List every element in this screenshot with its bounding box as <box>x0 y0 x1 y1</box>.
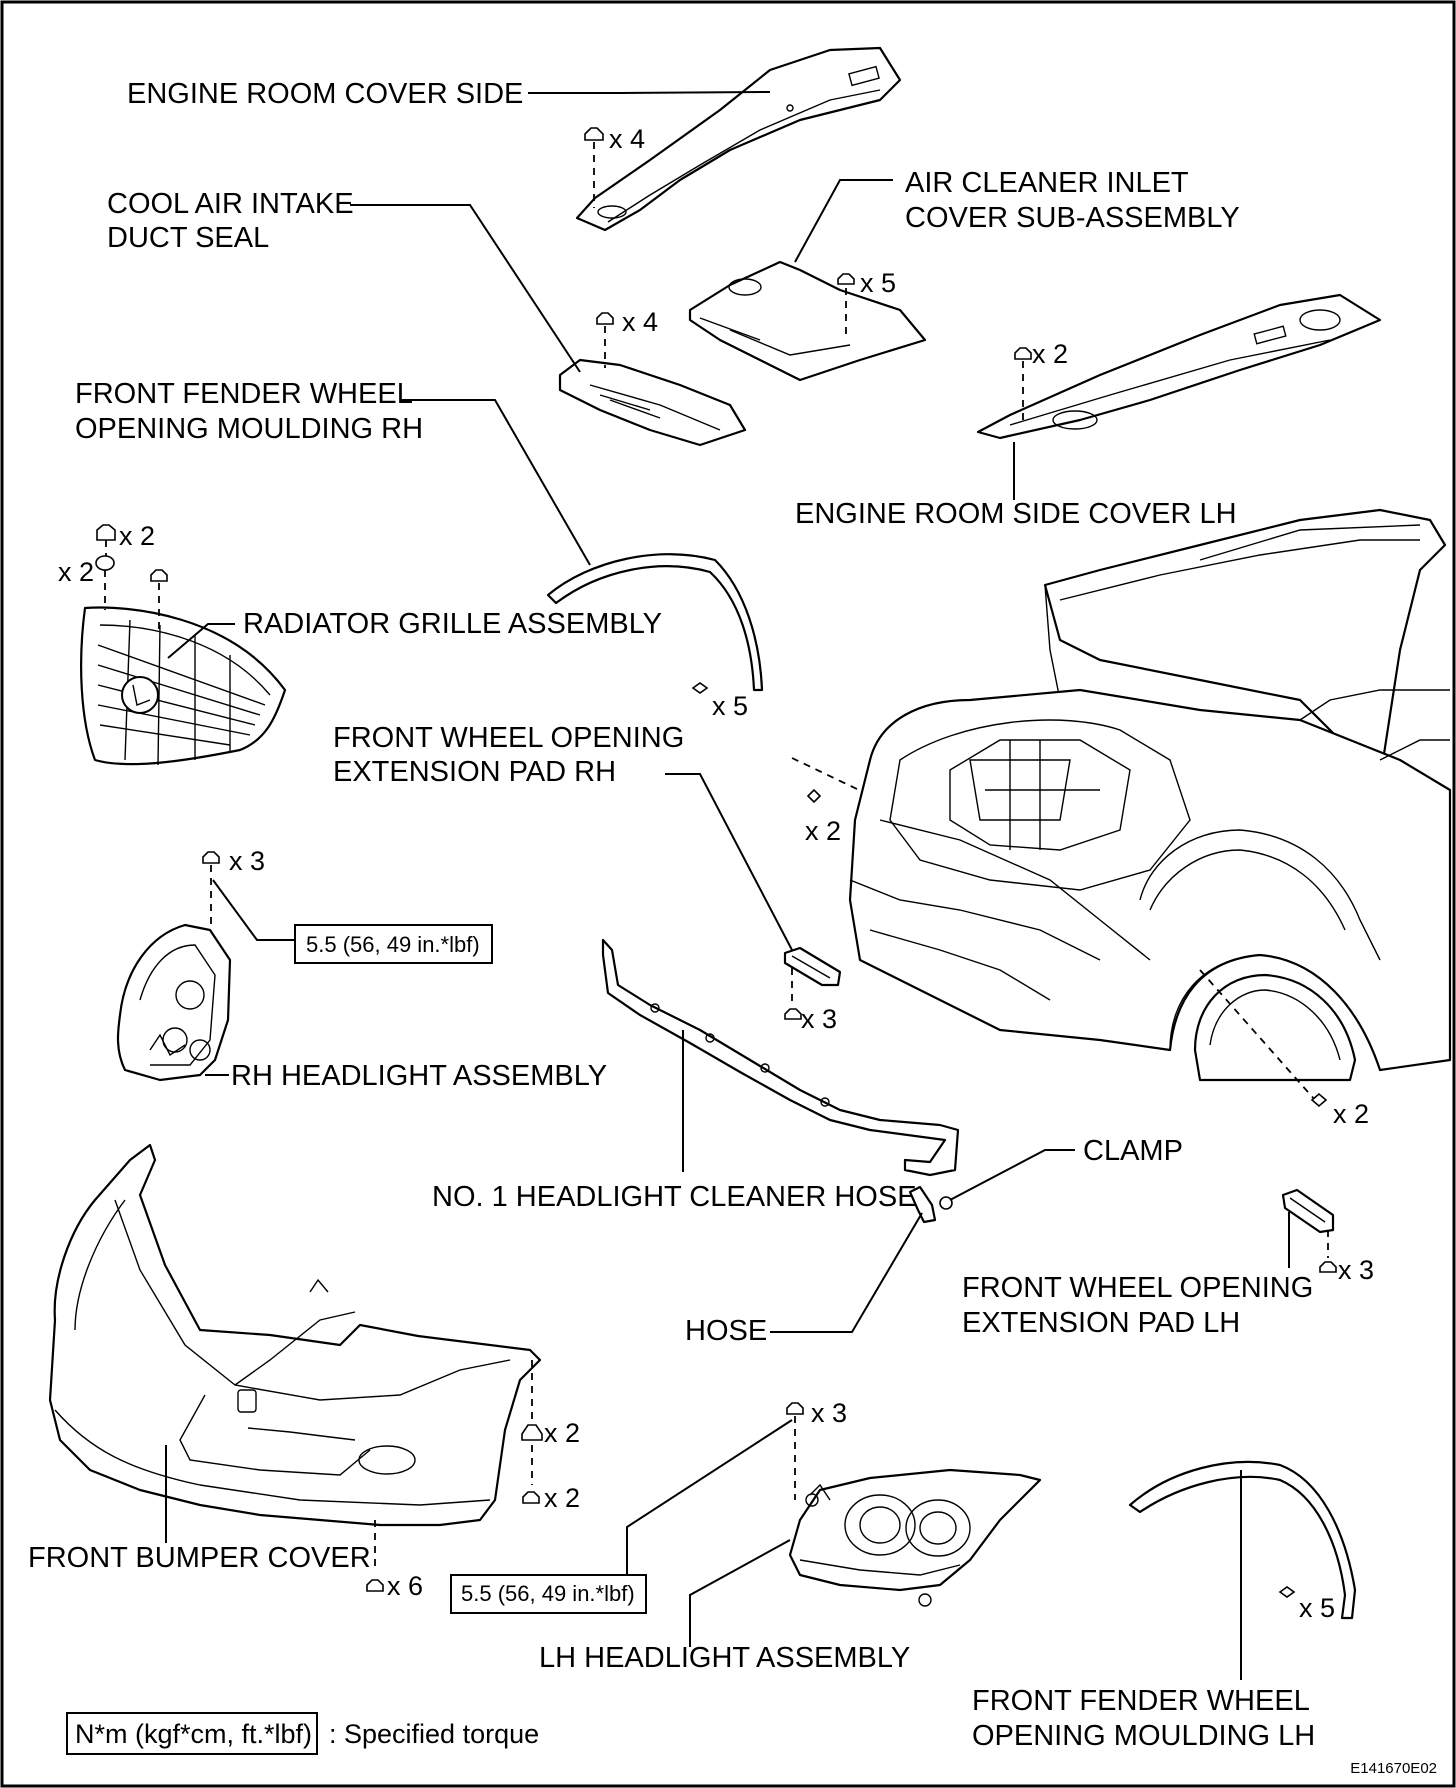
ext-pad-lh-label-line1: FRONT WHEEL OPENING <box>962 1272 1313 1304</box>
front-bumper-cover-label: FRONT BUMPER COVER <box>28 1542 371 1574</box>
ff-rh-label-line2: OPENING MOULDING RH <box>75 413 423 445</box>
ext-pad-rh-part <box>783 946 842 987</box>
fender-clip-icon <box>1199 969 1328 1108</box>
ff-lh-label-line1: FRONT FENDER WHEEL <box>972 1685 1310 1717</box>
bumper-screw-icon <box>522 1491 540 1504</box>
ff-rh-label-line1: FRONT FENDER WHEEL <box>75 378 413 410</box>
clamp-label: CLAMP <box>1083 1135 1183 1167</box>
lh-headlight-bolt-icon <box>786 1402 804 1500</box>
ff-lh-qty: x 5 <box>1299 1593 1335 1623</box>
bumper-clip-icon <box>521 1360 543 1485</box>
rh-headlight-label: RH HEADLIGHT ASSEMBLY <box>231 1060 607 1092</box>
ext-pad-lh-label-line2: EXTENSION PAD LH <box>962 1307 1240 1339</box>
rh-headlight-qty: x 3 <box>229 846 265 876</box>
figure-code: E141670E02 <box>1350 1760 1437 1777</box>
ff-lh-screw-icon <box>1278 1586 1296 1598</box>
legend-box-text: N*m (kgf*cm, ft.*lbf) <box>75 1719 312 1749</box>
air-cleaner-label-line2: COVER SUB-ASSEMBLY <box>905 202 1240 234</box>
engine-room-cover-side-part <box>575 46 902 232</box>
fender-clip-qty: x 2 <box>1333 1099 1369 1129</box>
cool-air-label-line2: DUCT SEAL <box>107 222 269 254</box>
hose-part <box>908 1185 937 1224</box>
rh-headlight-part <box>116 923 232 1082</box>
rh-torque-value: 5.5 (56, 49 in.*lbf) <box>306 932 480 957</box>
hose-label: HOSE <box>685 1315 767 1347</box>
clamp-part <box>939 1196 953 1210</box>
ersc-lh-bolt-icon <box>1014 347 1032 420</box>
ff-moulding-lh-part <box>1128 1460 1357 1620</box>
bumper-bottom-qty: x 6 <box>387 1571 423 1601</box>
rh-headlight-bolt-icon <box>202 851 220 930</box>
lh-headlight-label: LH HEADLIGHT ASSEMBLY <box>539 1642 910 1674</box>
ext-pad-rh-bolt-icon <box>784 968 802 1020</box>
bumper-screw-qty: x 2 <box>544 1483 580 1513</box>
cool-air-label-line1: COOL AIR INTAKE <box>107 188 354 220</box>
lh-headlight-part <box>788 1468 1042 1607</box>
air-cleaner-bolt-icon <box>837 273 855 340</box>
grille-left-qty: x 2 <box>58 557 94 587</box>
lh-torque-box <box>450 1574 647 1614</box>
cool-air-qty: x 4 <box>622 307 658 337</box>
cool-air-intake-duct-seal-part <box>558 358 747 447</box>
radiator-grille-part <box>80 606 287 766</box>
legend-description: : Specified torque <box>329 1719 539 1749</box>
bumper-clip-qty: x 2 <box>544 1418 580 1448</box>
bumper-bottom-screw-icon <box>366 1520 384 1592</box>
ff-rh-qty: x 5 <box>712 691 748 721</box>
lh-torque-value: 5.5 (56, 49 in.*lbf) <box>461 1581 635 1606</box>
grille-top-qty: x 2 <box>119 521 155 551</box>
front-bumper-cover-part <box>48 1143 542 1527</box>
legend-box <box>66 1712 318 1755</box>
ff-lh-label-line2: OPENING MOULDING LH <box>972 1720 1315 1752</box>
grille-top-clip-icon <box>96 524 116 556</box>
engine-room-side-cover-lh-label: ENGINE ROOM SIDE COVER LH <box>795 498 1237 530</box>
ercs-qty: x 4 <box>609 124 645 154</box>
ext-pad-rh-label-line2: EXTENSION PAD RH <box>333 756 616 788</box>
ff-rh-screw-icon <box>691 682 709 694</box>
engine-room-side-cover-lh-part <box>976 293 1382 440</box>
ersc-lh-qty: x 2 <box>1032 339 1068 369</box>
ercs-bolt-icon <box>584 127 604 208</box>
ff-moulding-rh-part <box>546 553 764 692</box>
headlight-cleaner-hose-part <box>601 938 960 1177</box>
grille-nut-icon <box>95 555 115 610</box>
ext-pad-lh-qty: x 3 <box>1338 1255 1374 1285</box>
radiator-grille-label: RADIATOR GRILLE ASSEMBLY <box>243 608 662 640</box>
vehicle-front-illustration <box>848 508 1452 1082</box>
cool-air-bolt-icon <box>596 312 614 368</box>
ext-pad-rh-label-line1: FRONT WHEEL OPENING <box>333 722 684 754</box>
rh-torque-box <box>294 924 493 964</box>
air-cleaner-inlet-cover-part <box>688 260 927 382</box>
ext-pad-lh-part <box>1281 1188 1335 1234</box>
air-cleaner-label-line1: AIR CLEANER INLET <box>905 167 1189 199</box>
ext-pad-rh-clip-qty: x 2 <box>805 816 841 846</box>
ext-pad-lh-bolt-icon <box>1319 1230 1337 1273</box>
engine-room-cover-side-label: ENGINE ROOM COVER SIDE <box>127 78 523 110</box>
lh-headlight-qty: x 3 <box>811 1398 847 1428</box>
grille-bolt-icon <box>150 569 168 635</box>
headlight-cleaner-hose-label: NO. 1 HEADLIGHT CLEANER HOSE <box>432 1181 917 1213</box>
air-cleaner-qty: x 5 <box>860 268 896 298</box>
ext-pad-rh-qty: x 3 <box>801 1004 837 1034</box>
